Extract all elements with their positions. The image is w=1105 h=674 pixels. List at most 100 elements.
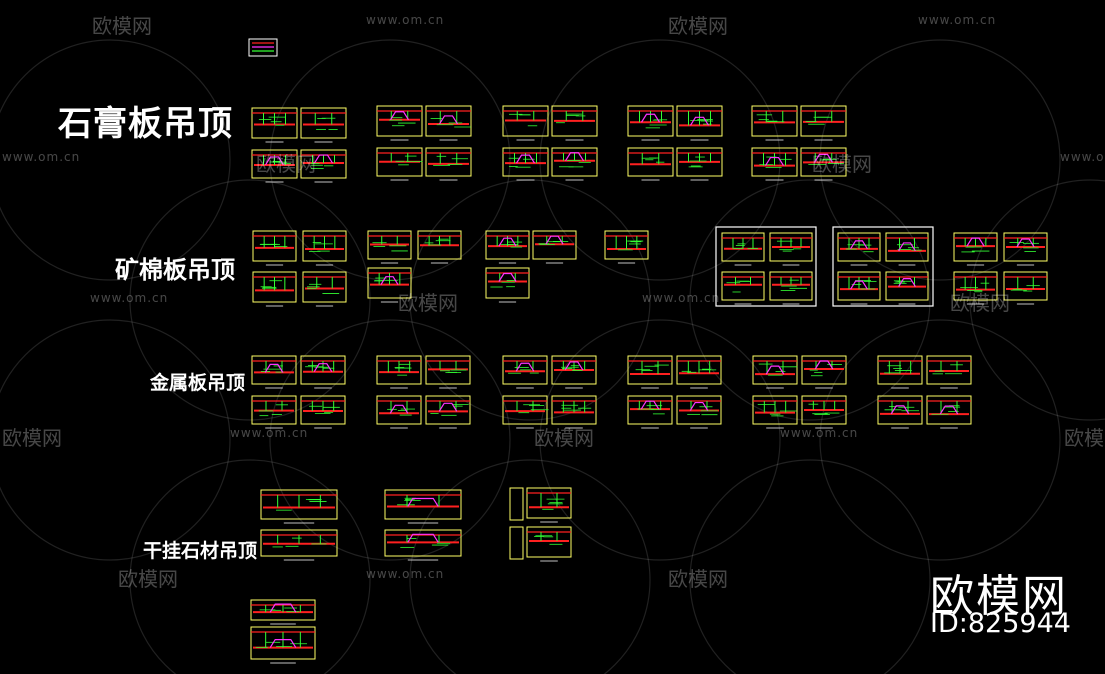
row-title-stone: 干挂石材吊顶 — [143, 540, 258, 562]
cad-sheet — [425, 395, 471, 429]
cad-sheet — [509, 487, 524, 560]
cad-sheet — [300, 355, 346, 389]
watermark-circle — [539, 319, 781, 561]
cad-sheet — [751, 147, 798, 181]
cad-sheet — [604, 230, 649, 264]
cad-sheet — [800, 105, 847, 141]
watermark-brand: 欧模网 — [950, 291, 1010, 315]
cad-sheet — [252, 230, 297, 266]
cad-sheet — [551, 105, 598, 141]
watermark-brand: 欧模网 — [118, 567, 178, 591]
cad-sheet — [251, 107, 298, 143]
watermark-brand: 欧模网 — [2, 426, 62, 450]
cad-sheet — [502, 147, 549, 181]
cad-sheet — [251, 149, 298, 183]
watermark-circle — [689, 179, 931, 421]
watermark-circle — [689, 459, 931, 674]
cad-sheet — [425, 105, 472, 141]
cad-sheet — [384, 529, 462, 561]
watermark-circle — [129, 459, 371, 674]
cad-sheet — [260, 489, 338, 524]
cad-sheet — [752, 355, 798, 389]
cad-sheet — [627, 147, 674, 181]
watermark-circle — [0, 39, 231, 281]
cad-sheet — [885, 232, 929, 266]
watermark-url: www.om.cn — [2, 150, 81, 164]
row-title-mineral-wool: 矿棉板吊顶 — [115, 256, 235, 284]
cad-sheet — [417, 230, 462, 264]
cad-sheet — [1003, 232, 1048, 266]
cad-sheet — [676, 355, 722, 389]
cad-sheet — [752, 395, 798, 429]
watermark-brand: 欧模网 — [812, 152, 872, 176]
watermark-circle — [129, 179, 371, 421]
watermark-url: www.om.cn — [366, 567, 445, 581]
cad-sheet — [384, 489, 462, 524]
cad-sheet — [877, 355, 923, 389]
cad-sheet — [251, 395, 297, 429]
cad-sheet — [300, 395, 346, 429]
cad-sheet — [953, 271, 998, 305]
cad-sheet — [526, 526, 572, 562]
cad-sheet — [532, 230, 577, 264]
cad-sheet — [250, 626, 316, 664]
cad-sheet — [485, 267, 530, 303]
cad-sheet — [751, 105, 798, 141]
cad-sheet — [721, 271, 765, 305]
cad-sheet — [252, 271, 297, 307]
cad-sheet — [300, 149, 347, 183]
cad-sheet — [502, 395, 549, 429]
sheet-group-frame — [715, 226, 934, 307]
watermark-circle — [819, 39, 1061, 281]
watermark-url: www.om.cn — [918, 13, 997, 27]
brand-logo: 欧模网 — [930, 571, 1068, 622]
watermark-url: www.om.cn — [366, 13, 445, 27]
cad-sheet — [721, 232, 765, 266]
watermark-url: www.om.cn — [642, 291, 721, 305]
cad-sheet — [260, 529, 338, 561]
watermark-url: www.om.cn — [230, 426, 309, 440]
cad-sheet — [302, 271, 347, 307]
cad-sheet — [676, 395, 722, 429]
cad-sheet — [551, 355, 597, 389]
watermark-brand: 欧模网 — [668, 567, 728, 591]
cad-sheet — [676, 105, 723, 141]
cad-sheet — [300, 107, 347, 143]
watermark-brand: 欧模网 — [256, 152, 316, 176]
watermark-circle — [819, 319, 1061, 561]
cad-sheet — [926, 355, 972, 389]
cad-sheet — [926, 395, 972, 429]
cad-sheet — [877, 395, 923, 429]
cad-sheet — [627, 105, 674, 141]
cad-sheet — [801, 395, 847, 429]
cad-sheet — [551, 147, 598, 181]
watermark-circles — [0, 39, 1105, 674]
cad-sheet — [627, 355, 673, 389]
cad-sheet — [367, 230, 412, 264]
watermark-brand: 欧模网 — [534, 426, 594, 450]
cad-sheet — [627, 395, 673, 429]
watermark-brand: 欧模网 — [1064, 426, 1105, 450]
cad-sheet — [367, 267, 412, 303]
cad-sheet — [1003, 271, 1048, 305]
watermark-url: www.om.cn — [780, 426, 859, 440]
cad-sheet — [676, 147, 723, 181]
watermark-circle — [0, 319, 231, 561]
cad-sheet — [302, 230, 347, 266]
cad-sheet — [376, 105, 423, 141]
row-title-metal: 金属板吊顶 — [150, 372, 246, 394]
cad-sheet — [837, 232, 881, 266]
cad-sheet — [769, 271, 813, 305]
cad-sheet — [837, 271, 881, 305]
cad-sheet — [251, 355, 297, 389]
cad-sheet — [376, 147, 423, 181]
row-title-gypsum: 石膏板吊顶 — [58, 104, 233, 144]
cad-sheet — [551, 395, 597, 429]
drawing-sheets — [248, 38, 1048, 664]
cad-sheet — [502, 355, 548, 389]
watermark-brand: 欧模网 — [668, 14, 728, 38]
cad-sheet — [800, 147, 847, 181]
cad-sheet — [801, 355, 847, 389]
legend-block — [248, 38, 278, 57]
